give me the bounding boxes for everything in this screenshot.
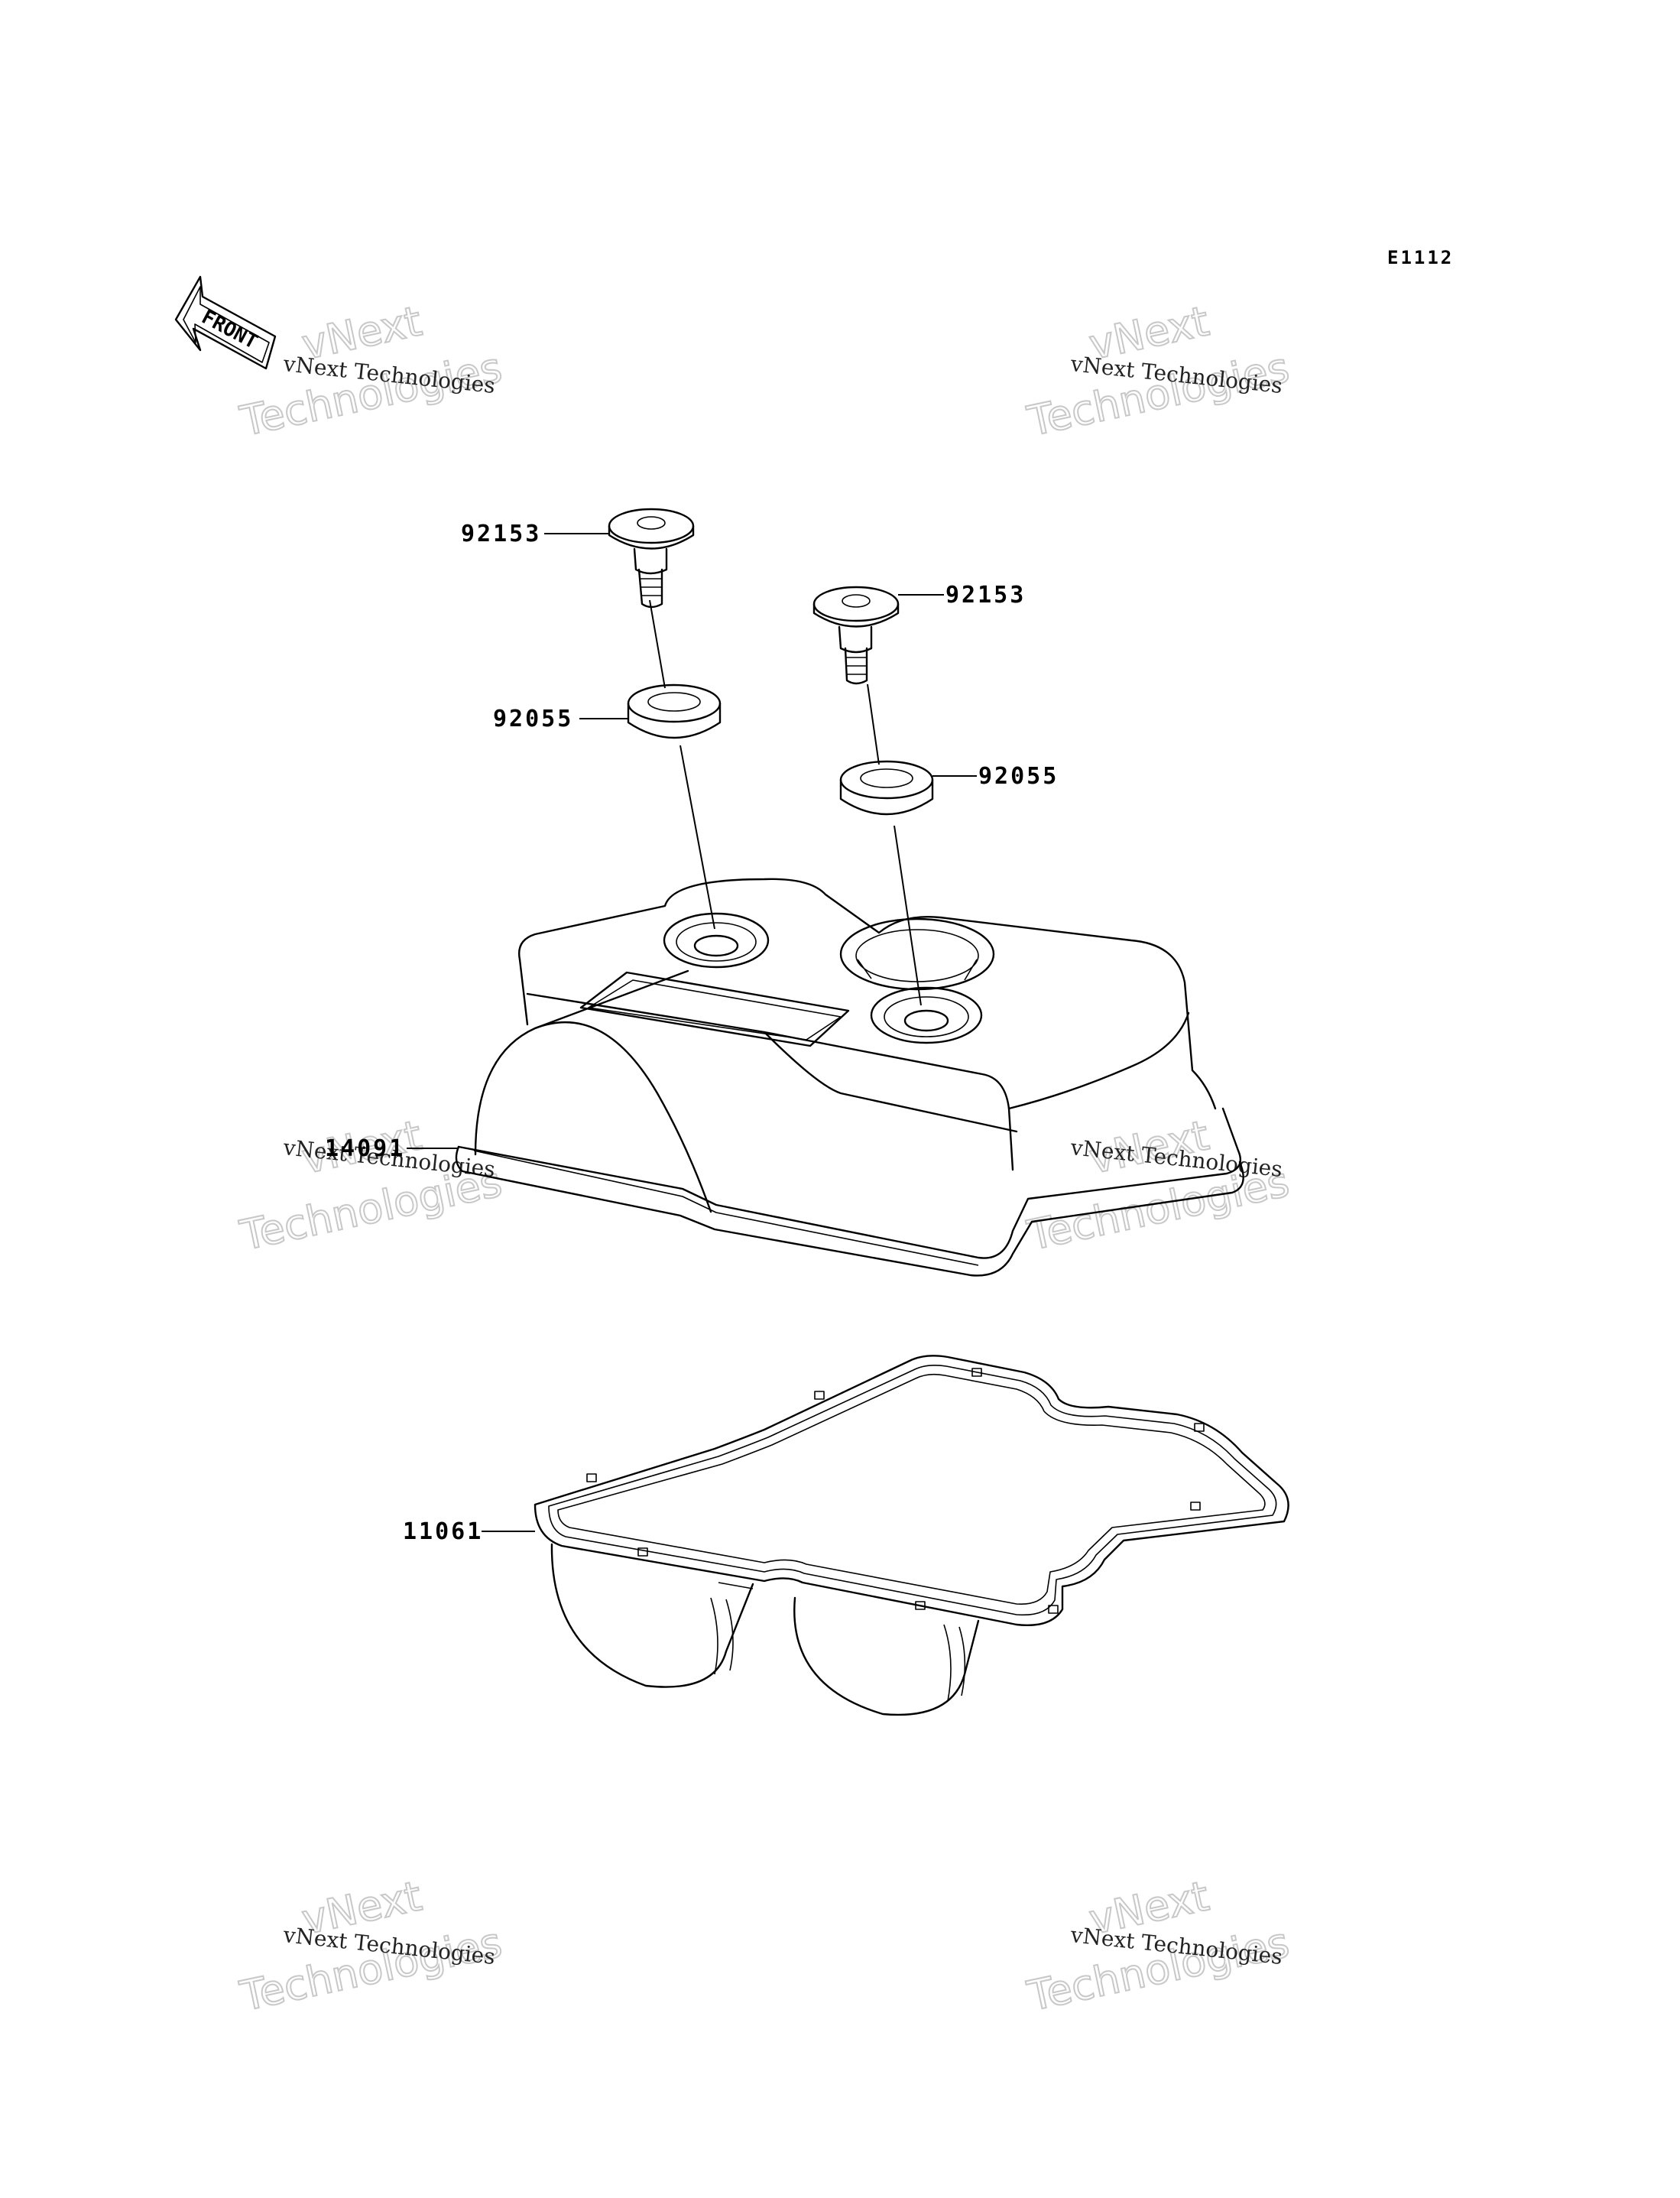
label-gasket: 11061 — [403, 1518, 483, 1545]
bolt-right — [812, 586, 900, 685]
bolt-left — [608, 508, 695, 609]
gasket — [534, 1355, 1289, 1716]
washer-right — [839, 760, 934, 816]
watermark-mid-left: vNext Technologies vNext Technologies — [235, 1110, 507, 1261]
alignment-lines — [649, 599, 922, 1006]
front-label: FRONT — [198, 306, 261, 354]
label-washer-right: 92055 — [978, 763, 1059, 790]
watermark-bottom-right: vNext Technologies vNext Technologies — [1023, 1871, 1294, 2021]
label-bolt-left: 92153 — [461, 521, 541, 547]
cylinder-head-cover — [455, 878, 1244, 1277]
watermark-top-right: vNext Technologies vNext Technologies — [1023, 296, 1294, 446]
washer-left — [627, 683, 722, 739]
watermark-top-left: vNext Technologies vNext Technologies — [235, 296, 507, 446]
diagram-code: E1112 — [1387, 247, 1454, 268]
label-cover: 14091 — [325, 1135, 405, 1162]
label-bolt-right: 92153 — [945, 582, 1026, 609]
front-arrow-icon: FRONT — [174, 275, 277, 370]
watermark-bottom-left: vNext Technologies vNext Technologies — [235, 1871, 507, 2021]
watermark-mid-right: vNext Technologies vNext Technologies — [1023, 1110, 1294, 1261]
label-washer-left: 92055 — [493, 706, 573, 732]
